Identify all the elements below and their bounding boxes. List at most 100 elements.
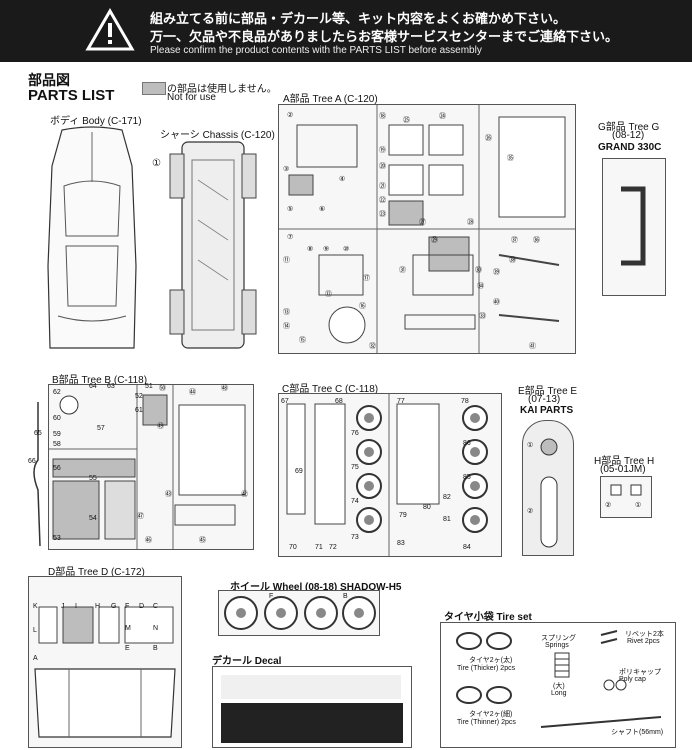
part-number: ㉒ xyxy=(379,197,386,204)
part-number: ㉓ xyxy=(379,211,386,218)
banner-line-1: 組み立てる前に部品・デカール等、キット内容をよくお確かめ下さい。 xyxy=(150,12,567,27)
tire-thick-jp: タイヤ2ヶ(太) xyxy=(469,657,513,664)
tree-d-parts-drawing xyxy=(34,606,176,738)
part-number: 51 xyxy=(145,383,153,390)
long-en: Long xyxy=(551,690,567,697)
banner-line-3: Please confirm the product contents with… xyxy=(150,45,482,56)
part-number: ⑲ xyxy=(379,147,386,154)
part-number: 54 xyxy=(89,515,97,522)
part-number: B xyxy=(343,593,348,600)
part-number: 76 xyxy=(351,430,359,437)
warning-icon xyxy=(85,8,135,51)
part-number: 73 xyxy=(351,534,359,541)
part-number: 61 xyxy=(135,407,143,414)
chassis-label: シャーシ Chassis (C-120) xyxy=(160,130,275,141)
part-number: 67 xyxy=(281,398,289,405)
springs-jp: スプリング xyxy=(541,635,576,642)
tire-thin-en: Tire (Thinner) 2pcs xyxy=(457,719,516,726)
part-number: 68 xyxy=(335,398,343,405)
part-number: 59 xyxy=(53,431,61,438)
part-number: 85 xyxy=(463,474,471,481)
part-number: M xyxy=(125,625,131,632)
tree-c-label: C部品 Tree C (C-118) xyxy=(282,384,379,395)
rivet-jp: リベット2本 xyxy=(625,631,664,638)
tire-thick-en: Tire (Thicker) 2pcs xyxy=(457,665,516,672)
tree-d-runner: K L J I H G F D C N M E B A xyxy=(28,576,182,748)
part-number: 56 xyxy=(53,465,61,472)
part-number: ㊳ xyxy=(509,257,516,264)
long-jp: (大) xyxy=(553,683,565,690)
part-number: ⑭ xyxy=(283,323,290,330)
part-number: ⑮ xyxy=(299,337,306,344)
tree-d-label: D部品 Tree D (C-172) xyxy=(48,567,145,578)
rivet-en: Rivet 2pcs xyxy=(627,638,660,645)
tire-thin-jp: タイヤ2ヶ(細) xyxy=(469,711,513,718)
antenna-wire-drawing xyxy=(33,402,41,547)
part-number: ㉜ xyxy=(369,343,376,350)
part-number: ⑯ xyxy=(359,303,366,310)
legend-en: Not for use xyxy=(167,92,216,103)
part-number: 80 xyxy=(423,504,431,511)
tree-g-runner xyxy=(602,158,666,296)
part-number: ㊸ xyxy=(165,491,172,498)
part-number: A xyxy=(33,655,38,662)
part-number: ㊱ xyxy=(533,237,540,244)
body-shell-drawing xyxy=(47,126,137,349)
tire-set-box: スプリング Springs (大) Long リベット2本 Rivet 2pcs… xyxy=(440,622,676,748)
decal-markings xyxy=(221,675,401,699)
part-number: ㊻ xyxy=(145,537,152,544)
part-number: 84 xyxy=(463,544,471,551)
tree-h-label: H部品 Tree H xyxy=(594,456,655,467)
page-title-jp: 部品図 xyxy=(28,72,70,88)
part-number: ㉘ xyxy=(467,219,474,226)
part-number: F xyxy=(269,593,274,600)
page-title: PARTS LIST xyxy=(28,87,115,104)
part-number: 79 xyxy=(399,512,407,519)
part-number: ⑨ xyxy=(323,246,330,253)
part-number: 64 xyxy=(89,383,97,390)
shaft-label: シャフト(56mm) xyxy=(611,729,664,736)
part-number: ⑤ xyxy=(287,206,294,213)
part-number: ㉞ xyxy=(477,283,484,290)
tree-g-name: GRAND 330C xyxy=(598,142,662,153)
part-number: E xyxy=(125,645,130,652)
tree-h-runner: ② ① xyxy=(600,476,652,518)
part-number: 75 xyxy=(351,464,359,471)
tree-e-label: E部品 Tree E xyxy=(518,386,578,397)
tree-a-label: A部品 Tree A (C-120) xyxy=(283,94,378,105)
steering-wheel-part xyxy=(621,186,646,266)
poly-cap-en: Poly cap xyxy=(619,676,646,683)
part-number: 81 xyxy=(443,516,451,523)
part-number: 57 xyxy=(97,425,105,432)
part-number: 60 xyxy=(53,415,61,422)
part-number: ㉙ xyxy=(431,237,438,244)
tree-b-parts-drawing xyxy=(49,385,246,549)
part-number: ⑥ xyxy=(319,206,326,213)
body-label: ボディ Body (C-171) xyxy=(50,116,142,127)
part-number: ㉖ xyxy=(485,135,492,142)
part-number: ㉕ xyxy=(403,117,410,124)
part-number: ㉚ xyxy=(475,267,482,274)
part-number: 55 xyxy=(89,475,97,482)
tire-set-drawing xyxy=(456,630,662,728)
part-number: ㉗ xyxy=(419,219,426,226)
part-number: ⑪ xyxy=(283,257,290,264)
springs-en: Springs xyxy=(545,642,569,649)
tree-b-label: B部品 Tree B (C-118) xyxy=(52,375,148,386)
tree-a-runner: ② ③ ④ ⑤ ⑥ ⑦ ⑧ ⑨ ⑩ ⑪ ⑫ ⑬ ⑭ ⑮ ⑯ ⑰ ⑱ ⑲ ⑳ ㉑ … xyxy=(278,104,576,354)
decal-label: デカール Decal xyxy=(212,656,282,667)
part-number: I xyxy=(75,603,77,610)
part-number: ㉟ xyxy=(507,155,514,162)
chassis-drawing xyxy=(169,141,257,349)
part-number: 69 xyxy=(295,468,303,475)
decal-black-area xyxy=(221,703,403,743)
tree-h-parts-drawing xyxy=(610,484,642,496)
tree-b-runner: 64 63 62 51 ㊿ ㊹ ㊽ 52 61 60 59 58 57 ㊾ 56… xyxy=(48,383,254,550)
part-number: 78 xyxy=(461,398,469,405)
part-number: 74 xyxy=(351,498,359,505)
part-number: ⑫ xyxy=(325,291,332,298)
wheel-parts-drawing xyxy=(224,596,376,630)
part-number: ㉔ xyxy=(439,113,446,120)
part-number: ㉝ xyxy=(479,313,486,320)
part-number: ㊿ xyxy=(159,385,166,392)
